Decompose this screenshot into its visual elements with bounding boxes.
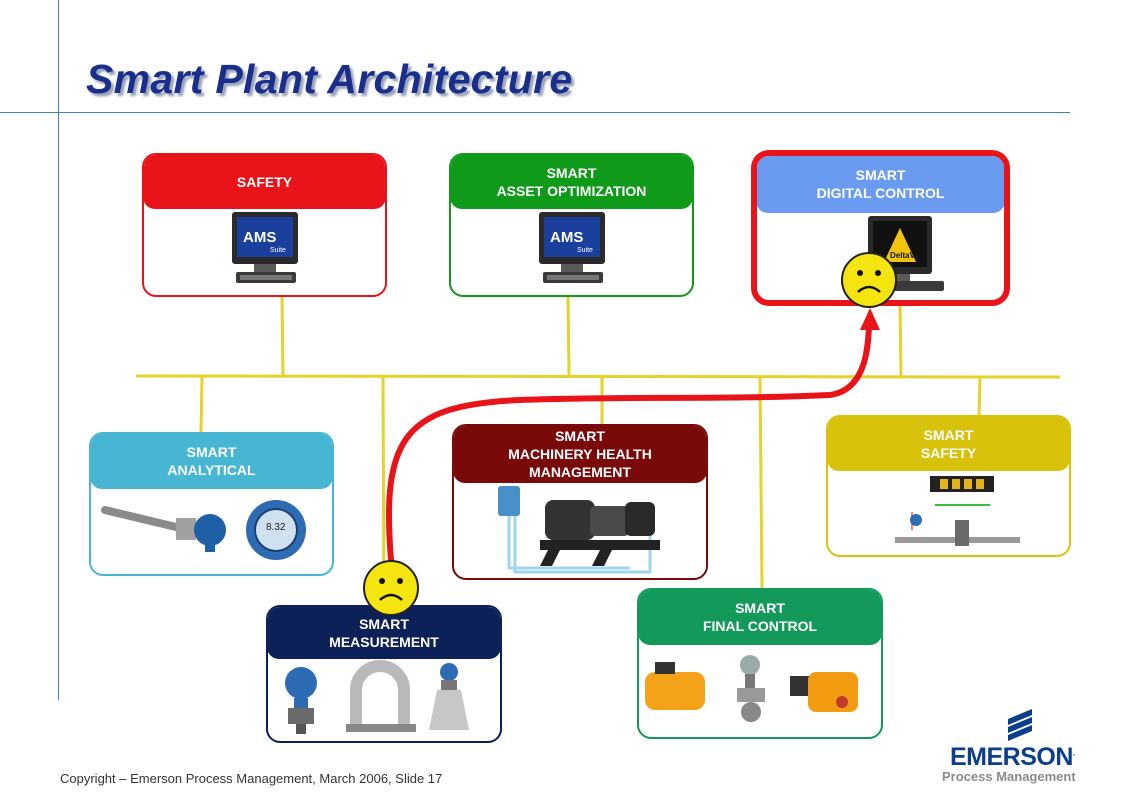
safety-system-icon	[895, 476, 1020, 546]
final-control-header: SMART FINAL CONTROL	[639, 590, 881, 645]
machinery-equipment-icon	[498, 486, 660, 574]
digital-control-header: SMART DIGITAL CONTROL	[757, 156, 1004, 213]
electric-actuator-icon	[790, 672, 858, 712]
svg-text:Suite: Suite	[577, 247, 593, 254]
copyright-text: Copyright – Emerson Process Management, …	[60, 771, 443, 786]
emerson-tagline: Process Management	[942, 769, 1076, 784]
left-guide-line	[58, 0, 59, 700]
pressure-transmitter-icon	[285, 667, 317, 734]
slide-title: Smart Plant Architecture	[86, 56, 573, 102]
emerson-logo-icon	[1008, 709, 1032, 741]
actuator-icon	[645, 662, 705, 710]
svg-text:DeltaV: DeltaV	[890, 251, 916, 260]
sad-face-icon	[841, 252, 897, 308]
svg-text:AMS: AMS	[550, 229, 583, 246]
sad-face-icon	[363, 560, 419, 616]
smart-safety-header: SMART SAFETY	[828, 417, 1069, 471]
machinery-health-box: SMART MACHINERY HEALTH MANAGEMENT	[452, 424, 708, 580]
coriolis-flowmeter-icon	[346, 660, 416, 732]
analyzer-probe-icon	[101, 506, 226, 552]
svg-text:Suite: Suite	[270, 247, 286, 254]
machinery-health-header: SMART MACHINERY HEALTH MANAGEMENT	[454, 426, 706, 483]
ams-monitor-icon: AMS Suite	[232, 212, 298, 283]
analytical-header: SMART ANALYTICAL	[91, 434, 332, 489]
svg-text:8.32: 8.32	[266, 522, 286, 533]
control-valve-icon	[737, 655, 765, 722]
upgrade-path-arrow	[385, 323, 872, 575]
asset-optimization-header: SMART ASSET OPTIMIZATION	[451, 155, 692, 209]
emerson-wordmark: EMERSON.	[950, 743, 1075, 771]
svg-text:AMS: AMS	[243, 229, 276, 246]
ams-monitor-icon: AMS Suite	[539, 212, 605, 283]
emerson-logo: EMERSON. Process Management	[940, 705, 1100, 785]
title-underline	[0, 112, 1070, 113]
safety-header: SAFETY	[144, 155, 385, 209]
arrowhead-icon	[860, 308, 880, 330]
radar-level-transmitter-icon	[429, 663, 469, 730]
measurement-header: SMART MEASUREMENT	[268, 607, 500, 659]
analytical-transmitter-icon: 8.32	[246, 500, 306, 560]
final-control-box: SMART FINAL CONTROL	[637, 588, 883, 739]
